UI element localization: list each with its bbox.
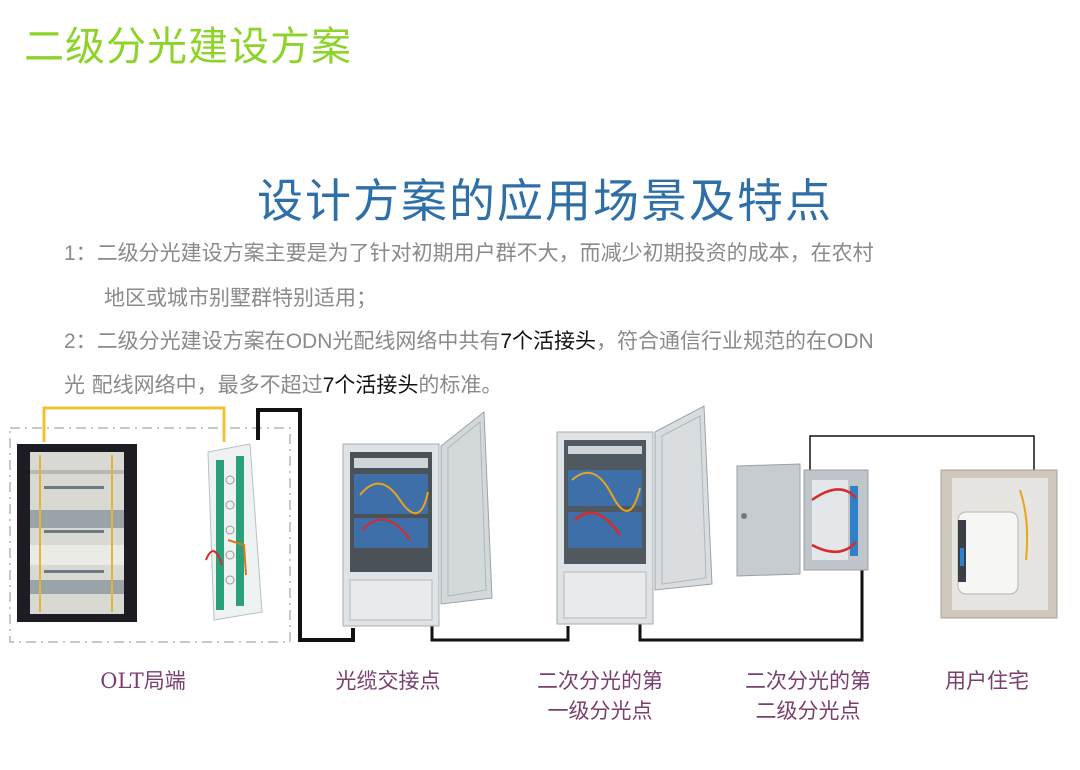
first-level-splitter-cabinet-image: [556, 405, 713, 625]
second-level-splitter-box-image: [736, 463, 869, 577]
olt-enclosure: [9, 427, 291, 643]
node-label-first-level-line-2: 一级分光点: [547, 699, 653, 723]
cross-connect-cabinet-image: [342, 411, 493, 627]
node-label-user-residence: 用户住宅: [945, 669, 1029, 693]
node-label-first-level-line-1: 二次分光的第: [537, 669, 663, 693]
point-2-text-b: 光配线网络中共有: [332, 329, 501, 353]
point-2-text-e: 光 配线网络中，最多不超过: [64, 373, 323, 397]
point-2-line-2: 光 配线网络中，最多不超过7个活接头的标准。: [64, 369, 502, 399]
point-2-odn-1: ODN: [285, 330, 333, 353]
node-label-olt: OLT局端: [100, 669, 186, 693]
point-2-seven-1: 7: [500, 330, 513, 353]
distribution-fiber-2: [638, 568, 864, 642]
user-residence-image: [940, 469, 1058, 619]
point-1-text-2: 地区或城市别墅群特别适用；: [104, 286, 377, 310]
patch-cord: [42, 406, 226, 442]
point-1-number: 1：: [64, 242, 97, 265]
feeder-fiber: [256, 408, 355, 642]
node-label-second-level-line-1: 二次分光的第: [745, 669, 871, 693]
node-label-second-level: 二次分光的第 二级分光点: [728, 666, 888, 726]
point-1-line-2: 地区或城市别墅群特别适用；: [104, 282, 377, 312]
section-subtitle: 设计方案的应用场景及特点: [257, 174, 833, 228]
drop-fiber: [809, 435, 1035, 470]
odf-frame-image: [205, 443, 263, 621]
point-1-line-1: 1：二级分光建设方案主要是为了针对初期用户群不大，而减少初期投资的成本，在农村: [64, 237, 874, 267]
node-label-first-level: 二次分光的第 一级分光点: [520, 666, 680, 726]
olt-rack-image: [17, 444, 137, 622]
point-2-seven-2: 7: [322, 374, 335, 397]
point-2-odn-2: ODN: [827, 330, 874, 353]
point-2-text-a: 二级分光建设方案在: [96, 329, 286, 353]
point-2-line-1: 2：二级分光建设方案在ODN光配线网络中共有7个活接头，符合通信行业规范的在OD…: [64, 325, 874, 355]
point-2-text-g: 的标准。: [418, 373, 503, 397]
page-title: 二级分光建设方案: [24, 24, 352, 70]
distribution-fiber-1: [430, 626, 570, 642]
point-2-text-c: 个活接头: [512, 329, 597, 353]
point-2-text-d: ，符合通信行业规范的在: [596, 329, 828, 353]
point-2-text-f: 个活接头: [334, 373, 419, 397]
node-label-cross-connect: 光缆交接点: [335, 669, 441, 693]
point-2-number: 2：: [64, 330, 97, 353]
point-1-text-1: 二级分光建设方案主要是为了针对初期用户群不大，而减少初期投资的成本，在农村: [96, 241, 874, 265]
node-label-second-level-line-2: 二级分光点: [755, 699, 861, 723]
